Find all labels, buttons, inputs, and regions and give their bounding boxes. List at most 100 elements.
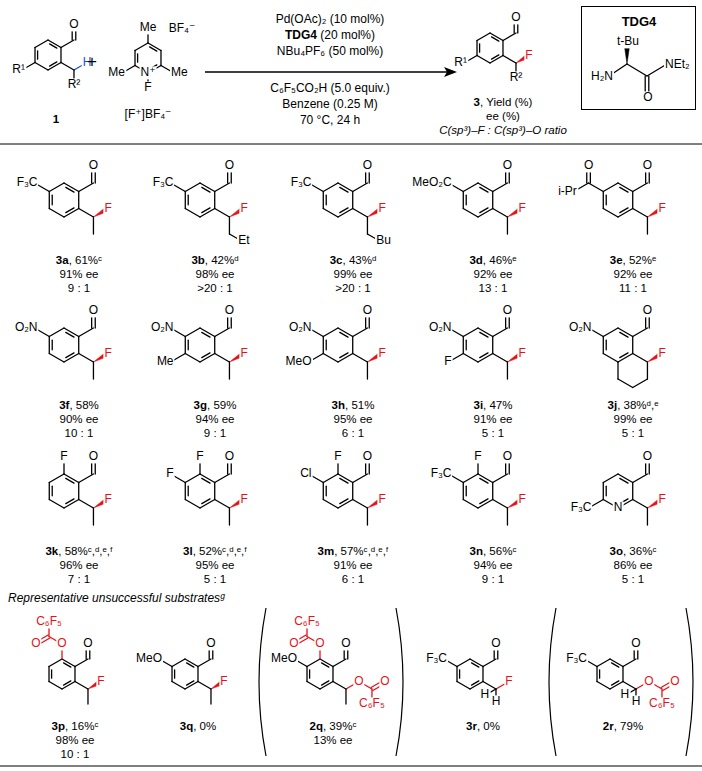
- bond-line: [323, 183, 338, 192]
- atom-label: O: [379, 675, 390, 688]
- bond-line: [64, 500, 79, 509]
- bond-line: [64, 354, 79, 363]
- bond-line: [188, 486, 189, 496]
- bond-line: [490, 33, 503, 41]
- compound-caption: 95% ee: [333, 413, 372, 426]
- atom-label: C₆F₅: [35, 615, 63, 628]
- atom-label: Et: [237, 234, 250, 247]
- bond-line: [618, 183, 633, 192]
- bond-line: [66, 208, 74, 213]
- compound-caption: 9 : 1: [482, 573, 504, 586]
- bond-line: [478, 183, 493, 192]
- atom-label: F: [657, 347, 666, 360]
- bold-part: 3n: [470, 545, 483, 557]
- atom-label: R²: [509, 71, 524, 84]
- compound-caption: 3f, 58%: [59, 399, 99, 412]
- atom-label: F: [657, 202, 666, 215]
- bond-line: [480, 499, 488, 504]
- atom-label: i-Pr: [557, 185, 578, 198]
- bond-line: [35, 40, 48, 48]
- text-part: , 47%: [483, 399, 512, 411]
- top-rule: [0, 144, 702, 145]
- compound-caption: >20 : 1: [335, 282, 371, 295]
- compound-caption: 7 : 1: [68, 573, 90, 586]
- bond-line: [632, 192, 633, 209]
- atom-label: F: [96, 675, 105, 688]
- bond-line: [79, 474, 94, 483]
- bond-line: [49, 183, 64, 192]
- reaction-condition: TDG4 (20 mol%): [285, 29, 375, 42]
- bond-line: [477, 33, 490, 41]
- atom-label: F: [517, 493, 526, 506]
- atom-label: Me: [170, 66, 189, 79]
- bond-line: [610, 659, 623, 667]
- bond-line: [66, 499, 74, 504]
- atom-label: MeO: [135, 652, 163, 665]
- bond-line: [61, 40, 74, 48]
- bond-line: [79, 500, 94, 509]
- atom-label: F: [143, 81, 152, 94]
- atom-label: F: [239, 347, 248, 360]
- compound-caption: 86% ee: [613, 559, 652, 572]
- compound-caption: 9 : 1: [68, 282, 90, 295]
- bond-line: [480, 208, 488, 213]
- bond-line: [483, 659, 496, 667]
- text-part: , 56%ᶜ: [483, 545, 516, 557]
- bond-line: [200, 328, 215, 337]
- text-part: , 36%ᶜ: [623, 545, 656, 557]
- compound-caption: 96% ee: [59, 559, 98, 572]
- bond-line: [620, 478, 628, 483]
- text-part: , 52%ᶜ,ᵈ,ᵉ,ᶠ: [193, 545, 247, 557]
- compound-caption: C(sp³)–F : C(sp³)–O ratio: [439, 124, 567, 137]
- compound-caption: 11 : 1: [619, 282, 647, 295]
- atom-label: O₂N: [150, 321, 175, 334]
- reagent-name: [F⁺]BF₄⁻: [125, 108, 172, 121]
- atom-label: O: [362, 450, 373, 463]
- bond-line: [51, 670, 52, 678]
- compound-caption: 3e, 52%ᵉ: [610, 254, 656, 267]
- bond-line: [202, 478, 210, 483]
- bond-line: [202, 208, 210, 213]
- bond-line: [612, 681, 619, 685]
- bond-line: [202, 332, 210, 337]
- bond-line: [338, 500, 353, 509]
- compound-caption: 91% ee: [59, 268, 98, 281]
- bond-line: [323, 483, 324, 500]
- text-part: , 46%ᵉ: [483, 254, 517, 266]
- compound-caption: 91% ee: [333, 559, 372, 572]
- bond-line: [135, 43, 148, 51]
- atom-label: O: [362, 159, 373, 172]
- bond-line: [606, 195, 607, 205]
- compound-caption: 5 : 1: [622, 573, 644, 586]
- bond-line: [633, 209, 648, 218]
- bond-line: [64, 681, 71, 685]
- bond-line: [185, 682, 198, 690]
- atom-label: O: [82, 637, 93, 650]
- bond-line: [74, 667, 75, 682]
- text-part: , 38%ᵈ,ᵉ: [617, 399, 658, 411]
- bond-line: [215, 328, 230, 337]
- compound-caption: 3k, 58%ᶜ,ᵈ,ᵉ,ᶠ: [45, 545, 112, 558]
- bond-line: [323, 328, 338, 337]
- bond-line: [61, 63, 74, 71]
- atom-label: C₆F₅: [648, 697, 676, 710]
- bond-line: [64, 183, 79, 192]
- atom-label: O: [642, 450, 653, 463]
- bond-line: [476, 41, 477, 56]
- reaction-condition: C₆F₅CO₂H (5.0 equiv.): [270, 82, 389, 95]
- bond-line: [472, 663, 479, 667]
- atom-label: F: [517, 202, 526, 215]
- bond-line: [463, 483, 464, 500]
- bond-line: [185, 483, 186, 500]
- atom-label: Me: [107, 66, 126, 79]
- bond-line: [137, 54, 138, 62]
- atom-label: O₂N: [428, 321, 453, 334]
- bond-line: [633, 474, 648, 483]
- bond-line: [367, 508, 368, 525]
- bond-line: [606, 340, 607, 350]
- bond-line: [633, 500, 648, 509]
- atom-label: O₂N: [568, 321, 593, 334]
- text-part: , 58%ᶜ,ᵈ,ᵉ,ᶠ: [58, 545, 112, 557]
- atom-label: O: [669, 675, 680, 688]
